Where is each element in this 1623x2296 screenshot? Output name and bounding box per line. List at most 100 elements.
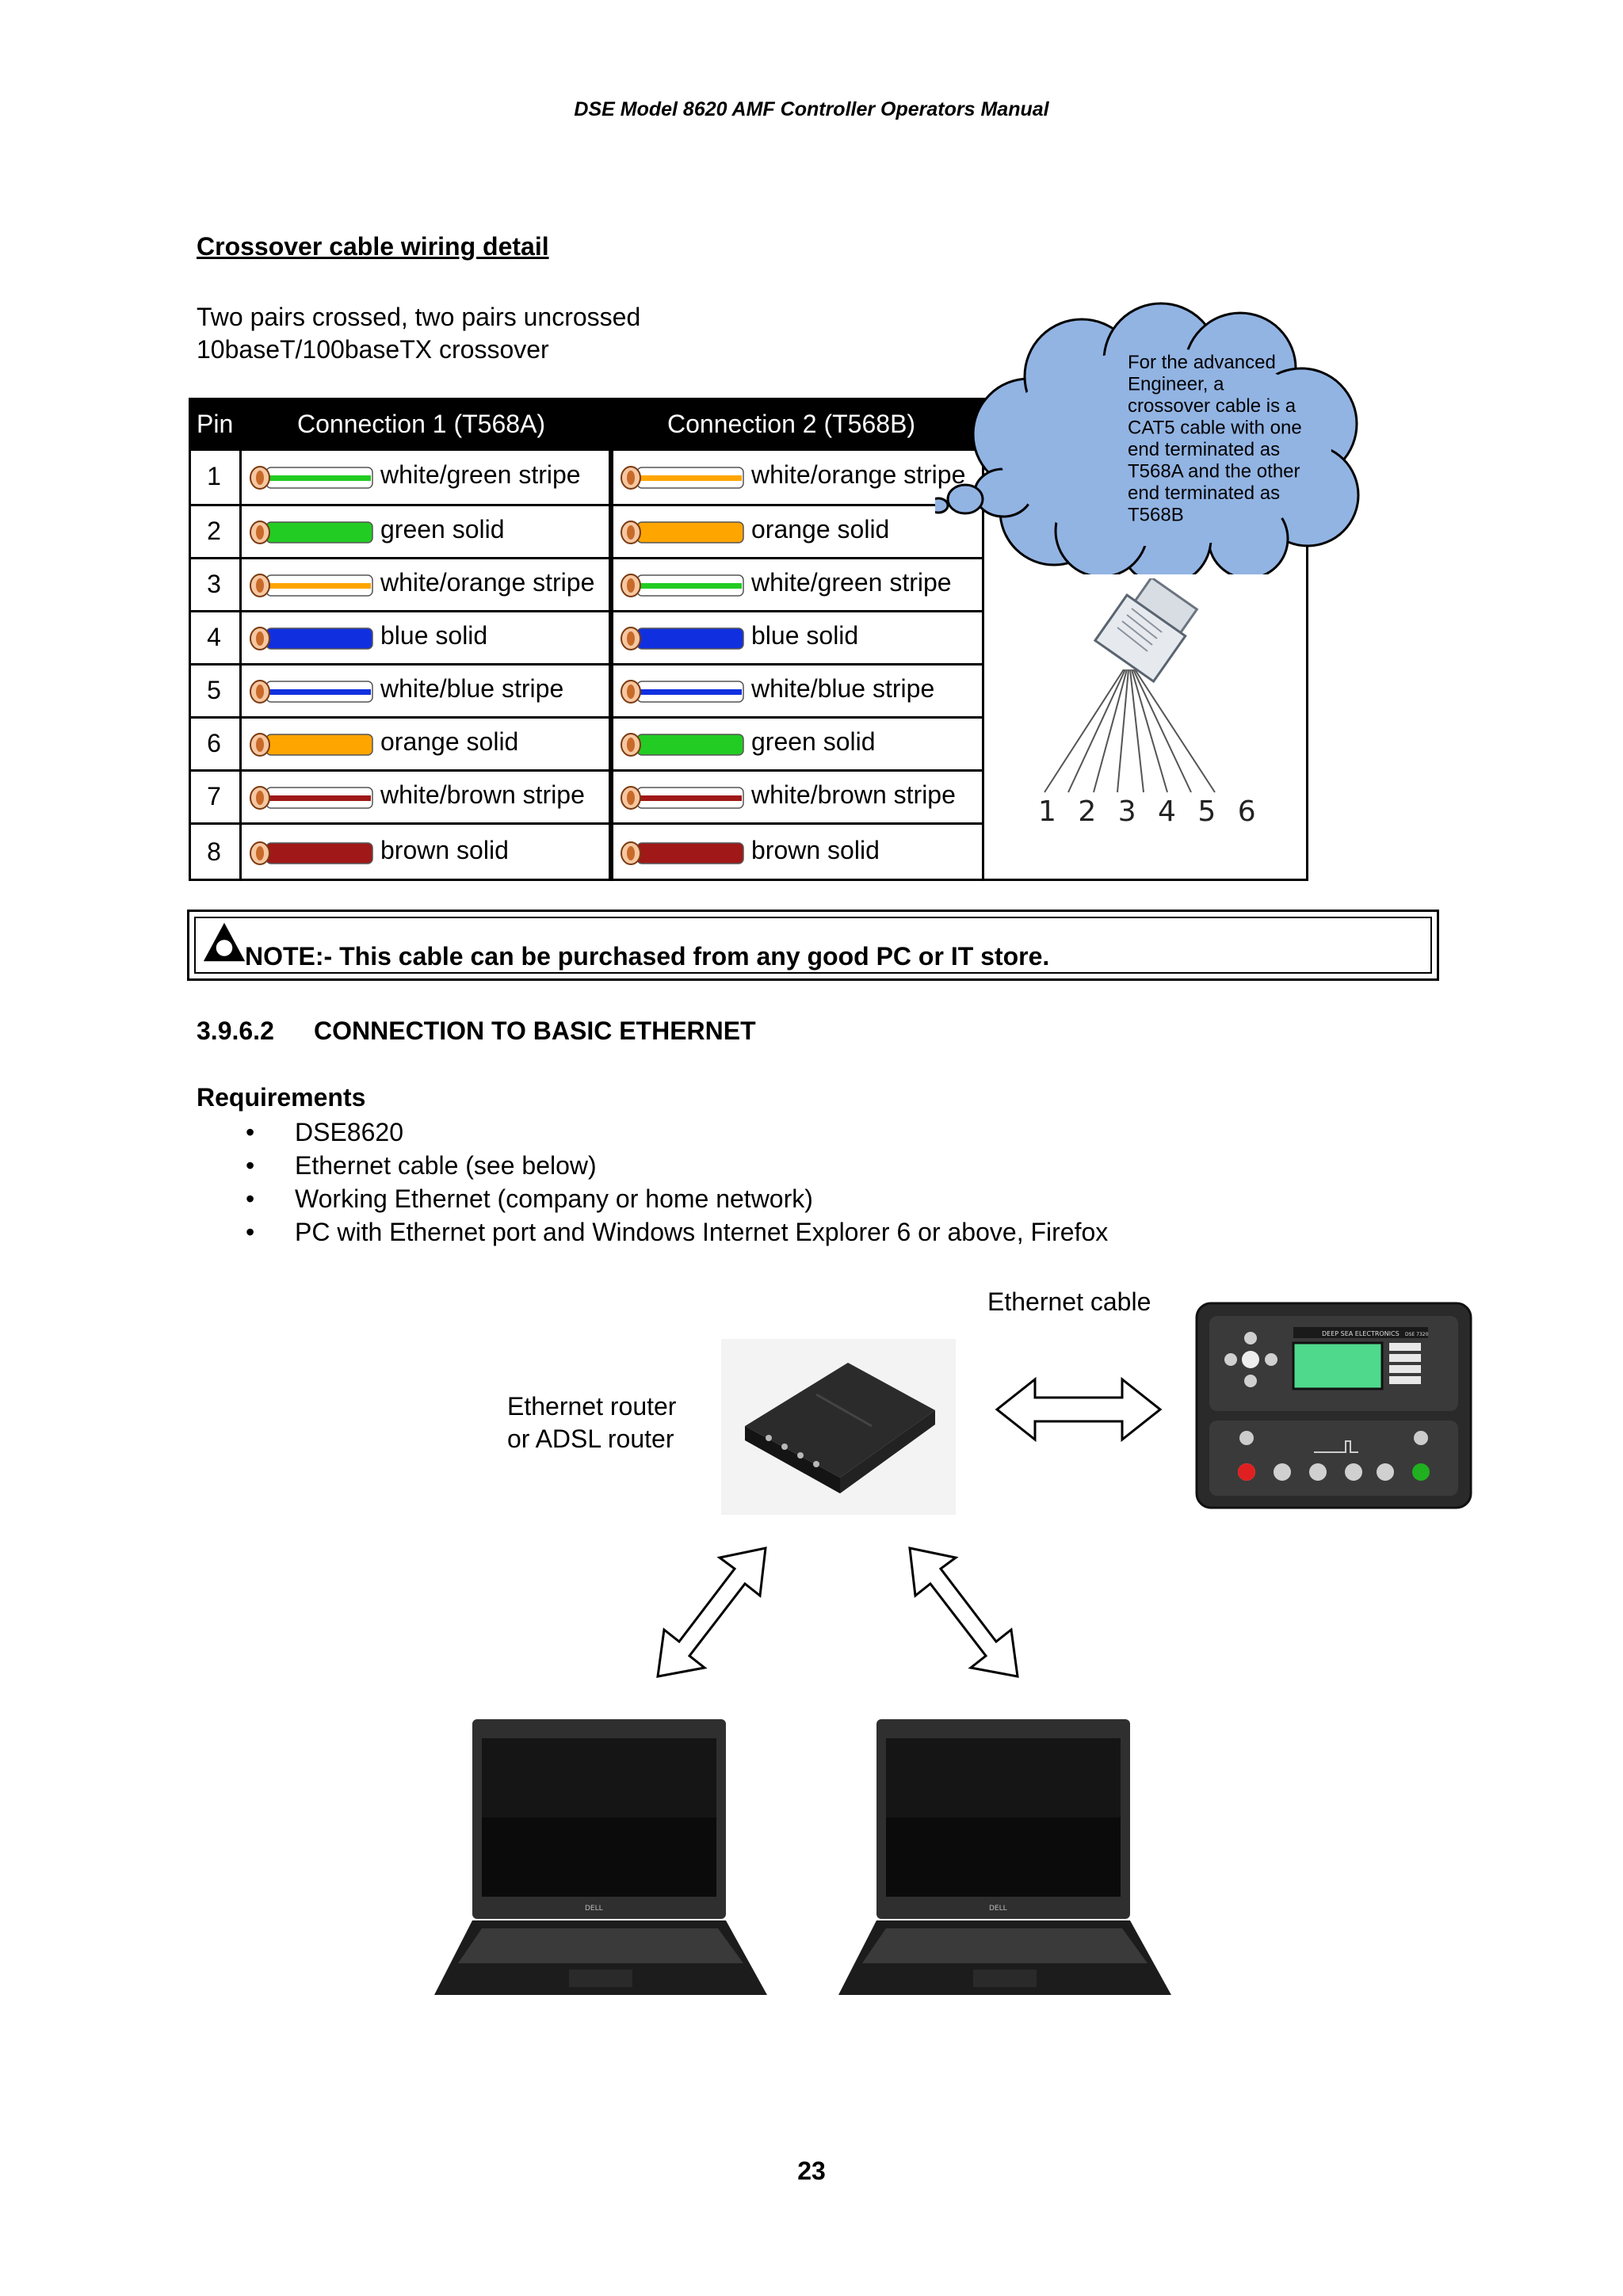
rj45-connector-image: 1 2 3 4 5 6 7 8 <box>1038 578 1266 824</box>
table-row: 6 orange solid green solid <box>189 716 983 769</box>
wire-icon <box>621 679 744 704</box>
table-row-divider <box>189 610 983 612</box>
pin-number: 2 <box>207 516 221 545</box>
connection-1-label: white/orange stripe <box>380 567 595 597</box>
connection-2-label: brown solid <box>751 836 880 864</box>
table-row: 1 white/green stripe white/orange stripe <box>189 448 983 504</box>
laptop-right-image: DELL <box>838 1719 1171 1995</box>
table-row-divider <box>189 504 983 506</box>
page-header: DSE Model 8620 AMF Controller Operators … <box>574 98 1049 120</box>
dse-controller-image: DEEP SEA ELECTRONICS DSE 7320 <box>1195 1302 1472 1509</box>
router-label: Ethernet router or ADSL router <box>507 1390 676 1455</box>
controller-brand-text: DEEP SEA ELECTRONICS <box>1322 1330 1400 1337</box>
wire-icon <box>250 466 373 490</box>
cloud-text-line: end terminated as <box>1128 482 1280 504</box>
ethernet-cable-label: Ethernet cable <box>987 1287 1151 1316</box>
wire-icon <box>621 841 744 865</box>
pin-number: 8 <box>207 837 221 866</box>
connection-2-label: white/brown stripe <box>751 780 956 809</box>
controller-model-text: DSE 7320 <box>1405 1332 1429 1337</box>
table-row-divider <box>189 769 983 772</box>
connection-2-label: orange solid <box>751 514 890 543</box>
cloud-text-line: T568A and the other <box>1128 461 1300 482</box>
wire-icon <box>621 573 744 597</box>
table-row: 7 white/brown stripe white/brown stripe <box>189 769 983 822</box>
note-inner-border <box>194 917 1432 974</box>
wire-icon <box>621 785 744 810</box>
wire-icon <box>621 520 744 544</box>
requirements-heading: Requirements <box>197 1083 366 1112</box>
connection-2-label: blue solid <box>751 620 859 650</box>
wire-icon <box>250 520 373 544</box>
col-pin: Pin <box>197 410 234 438</box>
requirement-item: DSE8620 <box>246 1116 1108 1149</box>
pin-number: 3 <box>207 569 221 598</box>
wire-icon <box>250 679 373 704</box>
cloud-text-line: end terminated as <box>1128 439 1280 460</box>
connection-1-label: white/green stripe <box>380 460 581 489</box>
note-text: NOTE:- This cable can be purchased from … <box>245 942 1050 971</box>
wire-icon <box>621 732 744 757</box>
connection-1-label: orange solid <box>380 727 519 756</box>
page-number: 23 <box>797 2157 826 2185</box>
wire-icon <box>250 785 373 810</box>
table-row: 3 white/orange stripe white/green stripe <box>189 557 983 610</box>
requirement-item: PC with Ethernet port and Windows Intern… <box>246 1215 1108 1249</box>
pin-number: 5 <box>207 675 221 704</box>
section-heading: 3.9.6.2 CONNECTION TO BASIC ETHERNET <box>197 1016 756 1046</box>
pin-number: 1 <box>207 462 221 490</box>
section-title: CONNECTION TO BASIC ETHERNET <box>314 1016 756 1045</box>
pin-number: 6 <box>207 728 221 757</box>
wire-icon <box>621 466 744 490</box>
connection-1-label: white/blue stripe <box>380 673 564 703</box>
connector-pin-numbers: 1 2 3 4 5 6 7 8 <box>1038 795 1266 824</box>
cloud-text-line: Engineer, a <box>1128 374 1224 395</box>
connection-1-label: brown solid <box>380 836 509 864</box>
laptop-left-brand: DELL <box>585 1905 603 1913</box>
col-connection-2: Connection 2 (T568B) <box>667 410 916 438</box>
pin-number: 4 <box>207 622 221 651</box>
table-row: 2 green solid orange solid <box>189 504 983 557</box>
intro-line-2: 10baseT/100baseTX crossover <box>197 335 549 364</box>
router-label-line-1: Ethernet router <box>507 1392 677 1421</box>
wire-icon <box>250 841 373 865</box>
table-row-divider <box>189 716 983 719</box>
connection-2-label: white/green stripe <box>751 567 952 597</box>
table-row-divider <box>189 822 983 825</box>
requirement-item: Working Ethernet (company or home networ… <box>246 1182 1108 1215</box>
requirement-item: Ethernet cable (see below) <box>246 1149 1108 1182</box>
router-image <box>721 1339 956 1515</box>
pin-number: 7 <box>207 781 221 810</box>
section-number: 3.9.6.2 <box>197 1016 274 1045</box>
arrow-router-controller <box>995 1376 1163 1443</box>
cloud-text-line: crossover cable is a <box>1128 395 1296 417</box>
wire-icon <box>621 626 744 650</box>
col-connection-1: Connection 1 (T568A) <box>297 410 546 438</box>
wire-icon <box>250 626 373 650</box>
laptop-right-brand: DELL <box>989 1905 1007 1913</box>
cloud-text-line: CAT5 cable with one <box>1128 418 1302 439</box>
connection-2-label: green solid <box>751 727 876 756</box>
intro-line-1: Two pairs crossed, two pairs uncrossed <box>197 303 641 331</box>
wire-icon <box>250 732 373 757</box>
crossover-heading: Crossover cable wiring detail <box>197 232 549 261</box>
wiring-table: Pin Connection 1 (T568A) Connection 2 (T… <box>189 398 1308 881</box>
laptop-left-image: DELL <box>434 1719 767 1995</box>
table-row-divider <box>189 663 983 666</box>
connection-1-label: white/brown stripe <box>380 780 585 809</box>
note-box: NOTE:- This cable can be purchased from … <box>187 910 1439 981</box>
router-label-line-2: or ADSL router <box>507 1425 674 1453</box>
arrow-router-laptop-right <box>908 1547 1019 1678</box>
requirements-list: DSE8620Ethernet cable (see below)Working… <box>246 1116 1108 1249</box>
crossover-intro: Two pairs crossed, two pairs uncrossed 1… <box>197 301 640 366</box>
connection-2-label: white/blue stripe <box>751 673 935 703</box>
table-row: 5 white/blue stripe white/blue stripe <box>189 663 983 716</box>
table-row: 8 brown solid brown solid <box>189 822 983 881</box>
arrow-router-laptop-left <box>656 1547 767 1678</box>
connection-1-label: green solid <box>380 514 505 543</box>
connection-2-label: white/orange stripe <box>751 460 966 489</box>
